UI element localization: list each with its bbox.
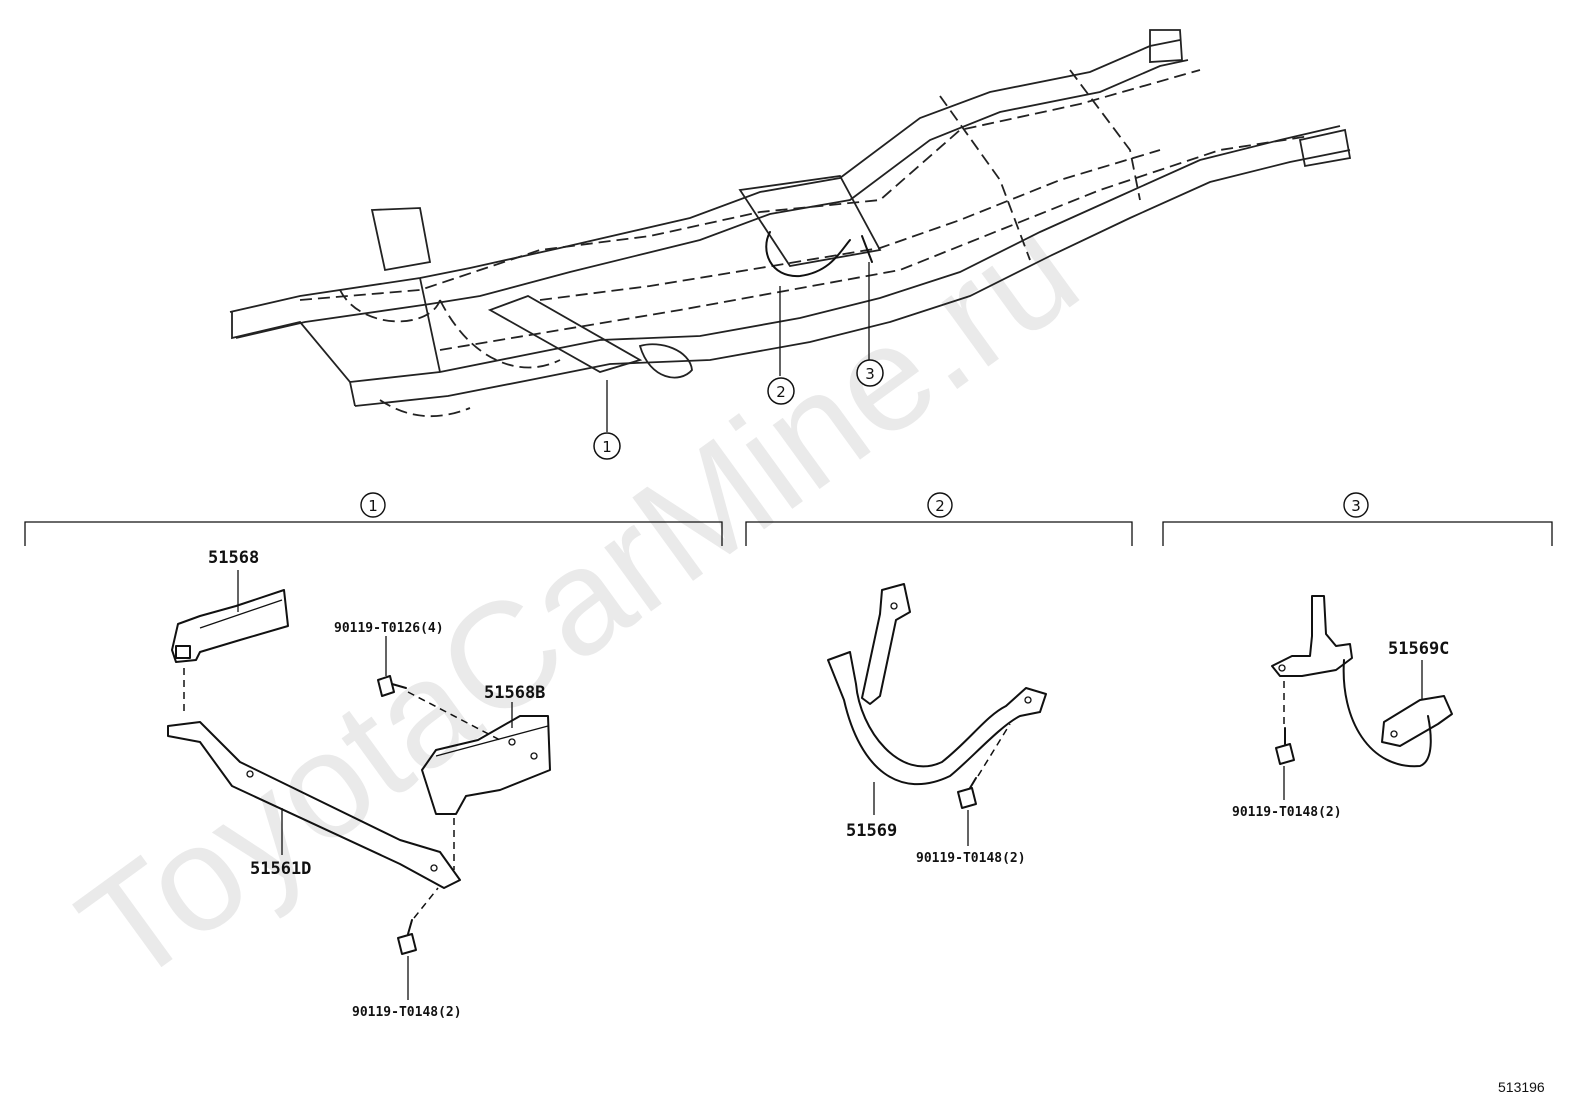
- callout-1-label: 1: [602, 438, 612, 456]
- bolt-g2-t0148-label[interactable]: 90119-T0148(2): [916, 851, 1026, 866]
- bolt-g3-t0148-label[interactable]: 90119-T0148(2): [1232, 805, 1342, 820]
- bolt-t0126-guide: [407, 691, 501, 741]
- bolt-t0126-drawing[interactable]: [377, 675, 407, 697]
- part-51561D-label[interactable]: 51561D: [250, 859, 311, 879]
- group-3-bracket: 3: [1162, 492, 1553, 546]
- bolt-g2-t0148-drawing[interactable]: [957, 777, 977, 809]
- bolt-g3-t0148-drawing[interactable]: [1275, 727, 1295, 765]
- callout-2[interactable]: 2: [767, 377, 795, 405]
- part-51569C-drawing[interactable]: [1271, 595, 1453, 768]
- group-2-bracket: 2: [745, 492, 1133, 546]
- bolt-g1-t0148-label[interactable]: 90119-T0148(2): [352, 1005, 462, 1020]
- bolt-g1-t0148-drawing[interactable]: [397, 919, 417, 955]
- group-1-label: 1: [368, 497, 378, 515]
- figure-number: 513196: [1498, 1079, 1545, 1095]
- vehicle-frame-illustration: [229, 29, 1352, 418]
- part-51568B-label[interactable]: 51568B: [484, 683, 545, 703]
- group-1-bracket: 1: [24, 492, 723, 546]
- part-51569-drawing[interactable]: [827, 583, 1047, 786]
- part-51568-drawing[interactable]: [171, 589, 289, 663]
- part-51568B-drawing[interactable]: [421, 715, 551, 815]
- part-51569C-label[interactable]: 51569C: [1388, 639, 1449, 659]
- bolt-g1-guide: [413, 887, 439, 919]
- callout-3-label: 3: [865, 365, 875, 383]
- watermark-text: ToyotaCarMine.ru: [50, 184, 1106, 1016]
- callout-2-label: 2: [776, 383, 786, 401]
- part-51569-label[interactable]: 51569: [846, 821, 897, 841]
- callout-3[interactable]: 3: [856, 359, 884, 387]
- callout-1[interactable]: 1: [593, 432, 621, 460]
- group-3-label: 3: [1351, 497, 1361, 515]
- part-51561D-drawing[interactable]: [167, 721, 461, 889]
- bolt-g2-guide: [977, 723, 1011, 777]
- bolt-t0126-label[interactable]: 90119-T0126(4): [334, 621, 444, 636]
- group-2-label: 2: [935, 497, 945, 515]
- part-51568-label[interactable]: 51568: [208, 548, 259, 568]
